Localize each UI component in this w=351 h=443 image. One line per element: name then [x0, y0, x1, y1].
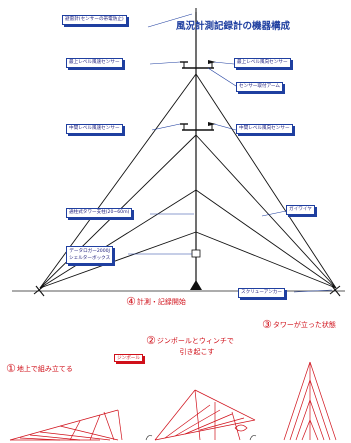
- logger-box: [191, 249, 201, 258]
- step-3-text: タワーが立った状態: [272, 321, 336, 329]
- step-2-text-line2: 引き起こす: [179, 348, 215, 356]
- tower-pole-label: 通柱式タワー支柱(20~60m): [66, 208, 133, 218]
- step-2-number: ②: [146, 334, 156, 347]
- step-1: ①地上で組み立てる: [6, 362, 73, 375]
- diagram-title: 風況計測記録計の機器構成: [176, 21, 291, 32]
- mid-sensor-arm: [180, 122, 216, 131]
- top-direction-sensor-label: 最上レベル風向センサー: [234, 58, 291, 68]
- lightning-rod-label: 避雷針(センサーの帯電防止): [62, 15, 127, 25]
- assembly-sketches: [9, 361, 337, 441]
- step-2-text-line1: ジンポールとウィンチで: [156, 337, 234, 345]
- step-3: ③タワーが立った状態: [262, 318, 336, 331]
- screw-anchors: [33, 285, 341, 297]
- leader-lines: [128, 13, 333, 293]
- screw-anchor-label: スクリューアンカー: [238, 288, 285, 298]
- guy-wire-label: ガイワイヤ: [286, 205, 315, 215]
- top-speed-sensor-label: 最上レベル風速センサー: [66, 58, 123, 68]
- sensor-arm-label: センサー取付アーム: [236, 82, 283, 92]
- step-1-text: 地上で組み立てる: [16, 365, 73, 373]
- tower-base: [190, 280, 202, 290]
- shelter-box-label: シェルターボックス: [69, 256, 111, 261]
- top-sensor-arm: [180, 60, 216, 69]
- mid-speed-sensor-label: 中間レベル風速センサー: [66, 124, 123, 134]
- step-4: ④計測・記録開始: [126, 295, 186, 308]
- step-4-number: ④: [126, 295, 136, 308]
- step-1-number: ①: [6, 362, 16, 375]
- winch-sketch: [145, 435, 257, 441]
- mid-direction-sensor-label: 中間レベル風向センサー: [236, 124, 293, 134]
- logger-label: データロガー2000J: [69, 249, 110, 254]
- step-4-text: 計測・記録開始: [136, 298, 186, 306]
- gin-pole-label: ジンポール: [114, 354, 143, 362]
- step-3-number: ③: [262, 318, 272, 331]
- logger-shelter-label: データロガー2000J シェルターボックス: [66, 246, 114, 264]
- step-2: ②ジンポールとウィンチで 引き起こす: [146, 334, 234, 357]
